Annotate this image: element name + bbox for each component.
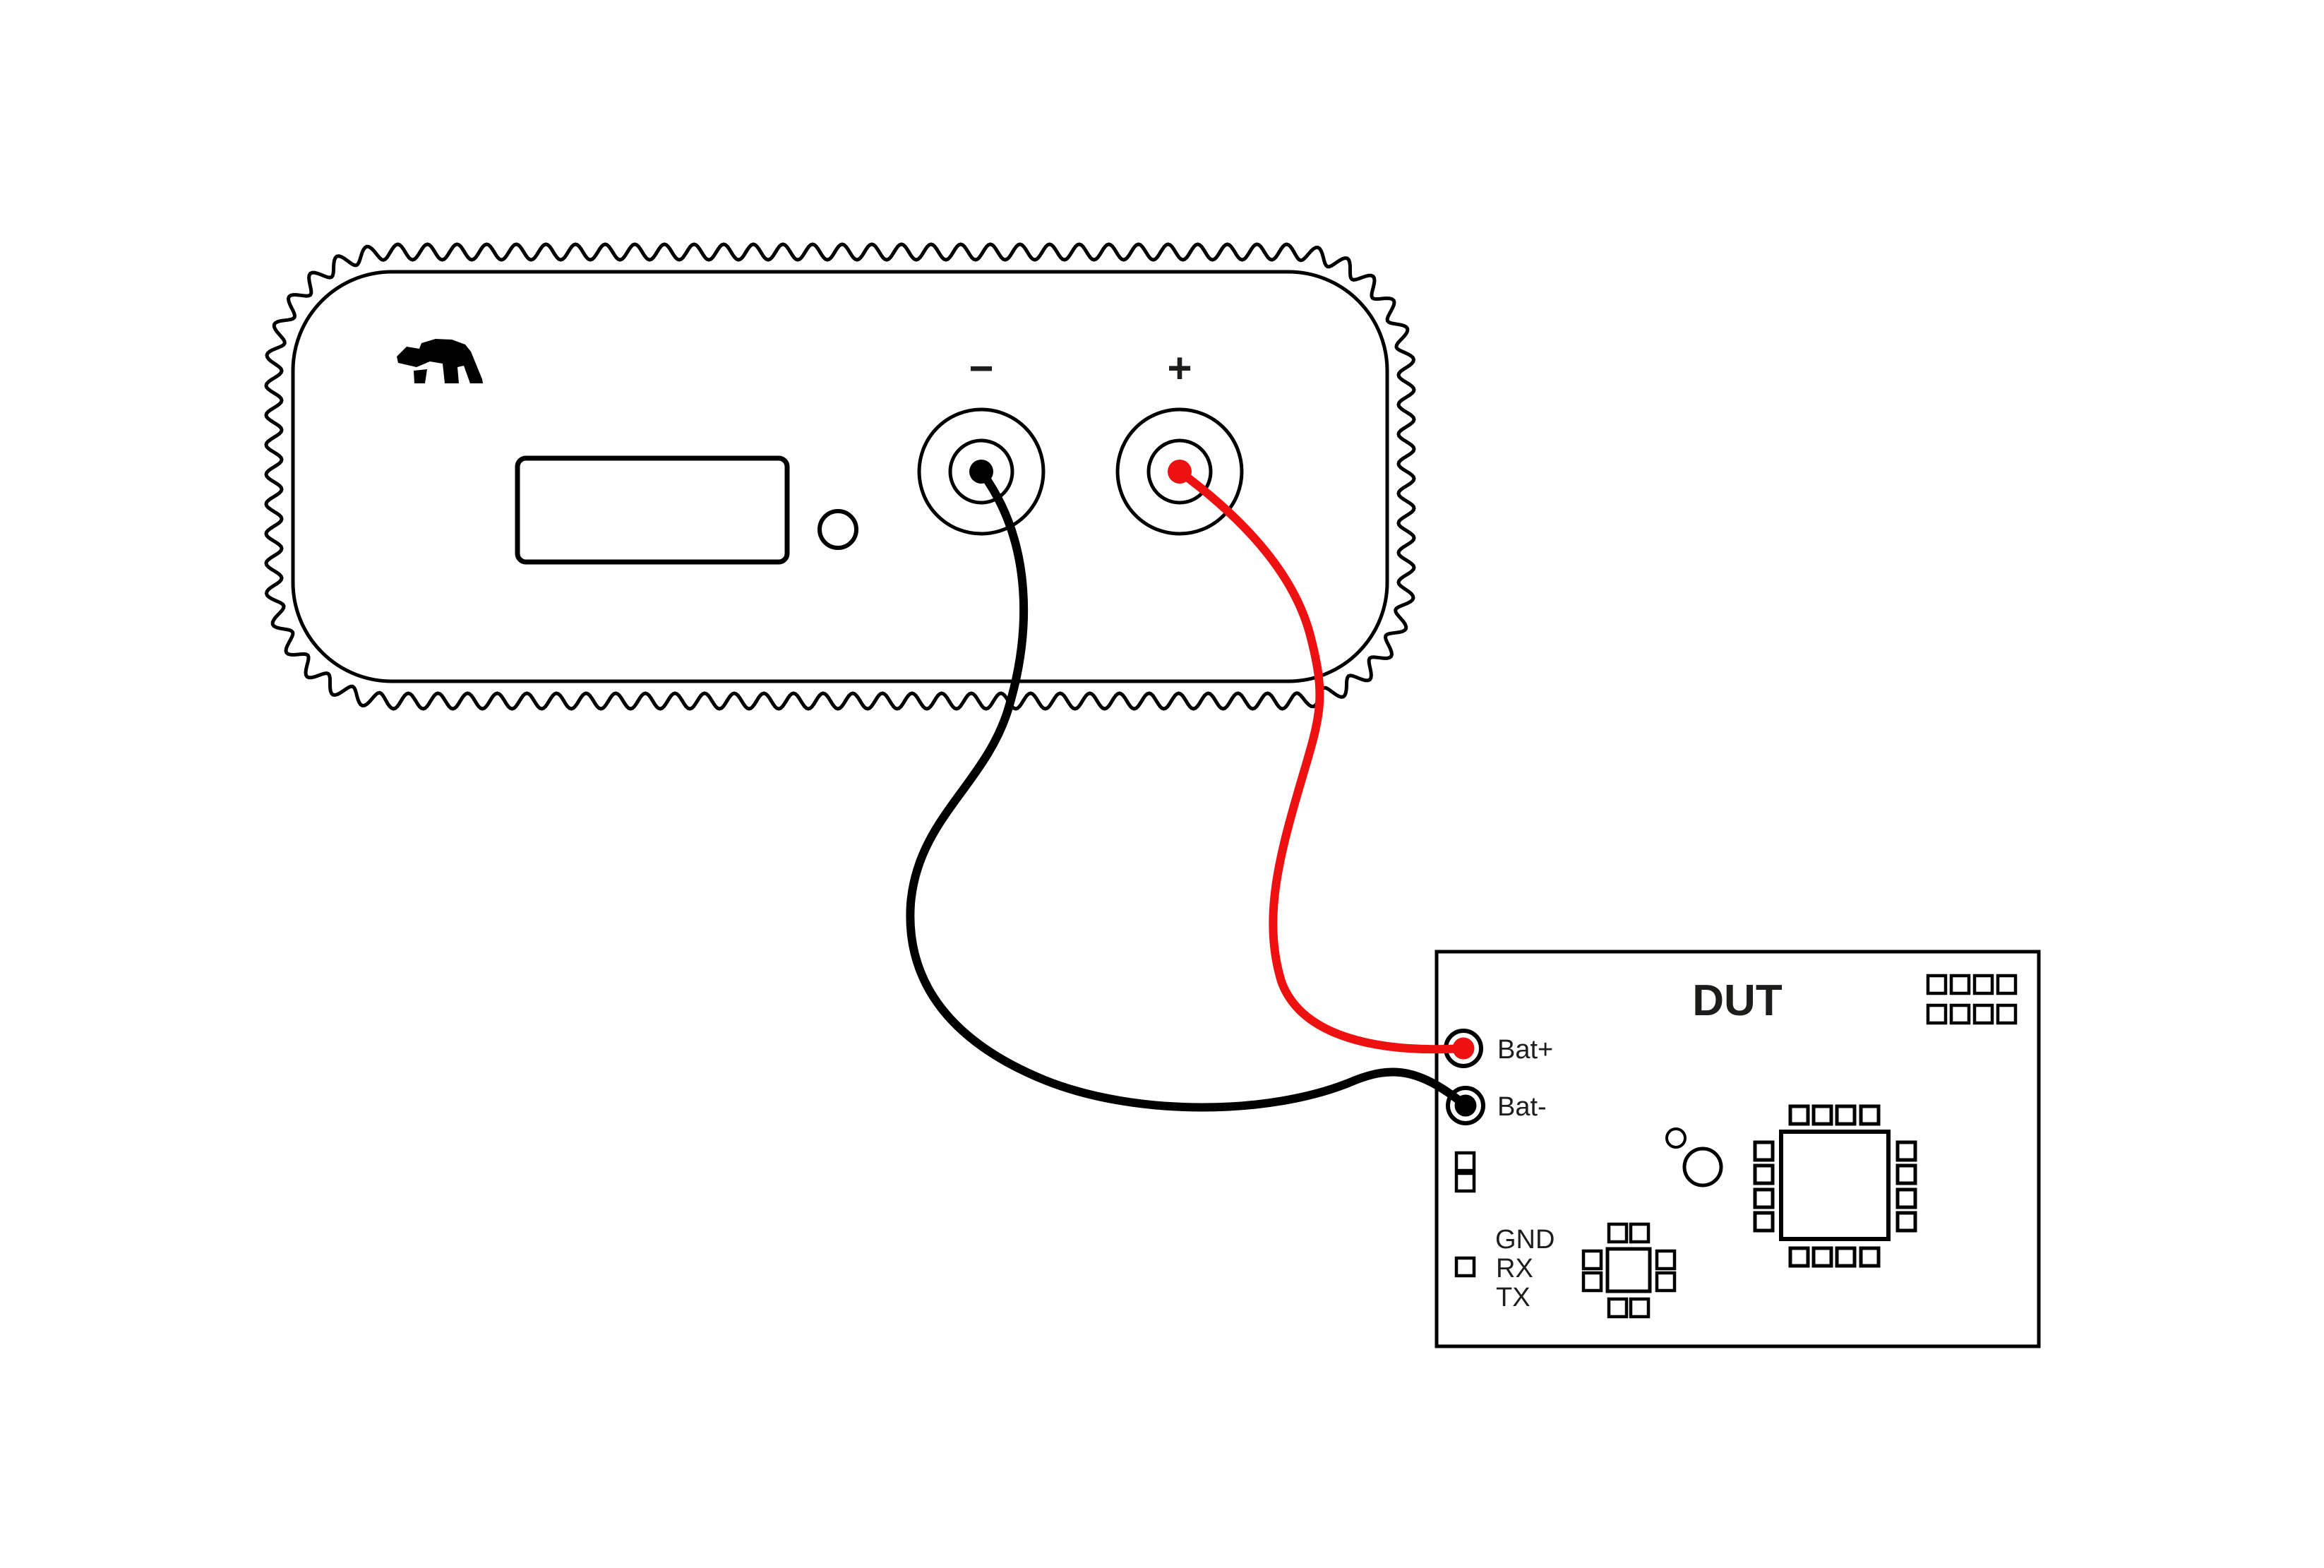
solder-pad	[1859, 1246, 1881, 1268]
large-ic-chip	[1753, 1104, 1917, 1268]
solder-pad	[1655, 1249, 1677, 1271]
device-body	[291, 270, 1389, 683]
solder-pad	[1788, 1246, 1810, 1268]
solder-pad	[1788, 1104, 1810, 1126]
solder-pad	[1607, 1222, 1629, 1244]
bat-plus-label: Bat+	[1497, 1035, 1553, 1065]
solder-pad	[1949, 1003, 1971, 1025]
terminal-negative-label: −	[969, 345, 993, 392]
power-supply-device: − +	[264, 242, 1416, 711]
pad-column-left	[1454, 1151, 1476, 1278]
terminal-positive-label: +	[1167, 345, 1192, 392]
solder-pad	[1753, 1211, 1775, 1233]
solder-pad	[1629, 1297, 1651, 1319]
solder-pad	[1753, 1163, 1775, 1185]
bat-minus-label: Bat-	[1497, 1092, 1547, 1122]
solder-pad	[1607, 1297, 1629, 1319]
dut-board: DUT Bat+ Bat- GND RX TX	[1434, 950, 2041, 1348]
bear-logo-icon	[397, 339, 483, 383]
solder-pad	[1454, 1151, 1476, 1173]
rx-label: RX	[1496, 1254, 1533, 1283]
solder-pad	[1629, 1222, 1651, 1244]
tx-label: TX	[1496, 1283, 1531, 1312]
fiducial-small-circle	[1665, 1127, 1687, 1149]
small-ic-chip	[1581, 1222, 1677, 1319]
solder-pad	[1655, 1271, 1677, 1293]
positive-terminal-dot	[1168, 460, 1192, 484]
solder-pad	[1926, 1003, 1948, 1025]
device-button	[817, 509, 858, 550]
solder-pad	[1895, 1187, 1917, 1209]
solder-pad	[1753, 1187, 1775, 1209]
solder-pad	[1835, 1104, 1857, 1126]
fiducial-large-circle	[1682, 1147, 1723, 1187]
solder-pad	[1581, 1271, 1603, 1293]
bat-minus-dot	[1454, 1094, 1477, 1117]
positive-wire	[1175, 467, 1468, 1054]
solder-pad	[1895, 1211, 1917, 1233]
solder-pad	[1859, 1104, 1881, 1126]
solder-pad	[1972, 974, 1994, 995]
solder-pad	[1949, 974, 1971, 995]
solder-pad	[1811, 1246, 1833, 1268]
solder-pad	[1895, 1140, 1917, 1162]
solder-pad	[1996, 974, 2018, 995]
solder-pad	[1811, 1104, 1833, 1126]
solder-pad	[1895, 1163, 1917, 1185]
negative-terminal-dot	[969, 460, 993, 484]
gnd-label: GND	[1495, 1225, 1555, 1255]
bat-plus-dot	[1452, 1037, 1475, 1060]
solder-pad	[1972, 1003, 1994, 1025]
device-display	[515, 455, 790, 565]
solder-pad	[1753, 1140, 1775, 1162]
negative-wire	[906, 467, 1470, 1112]
solder-pad	[1454, 1256, 1476, 1278]
solder-pad	[1926, 974, 1948, 995]
solder-pad	[1835, 1246, 1857, 1268]
dut-title: DUT	[1692, 976, 1783, 1025]
solder-pad	[1581, 1249, 1603, 1271]
pad-grid-top-right	[1926, 974, 2018, 1025]
solder-pad	[1996, 1003, 2018, 1025]
solder-pad	[1454, 1171, 1476, 1193]
